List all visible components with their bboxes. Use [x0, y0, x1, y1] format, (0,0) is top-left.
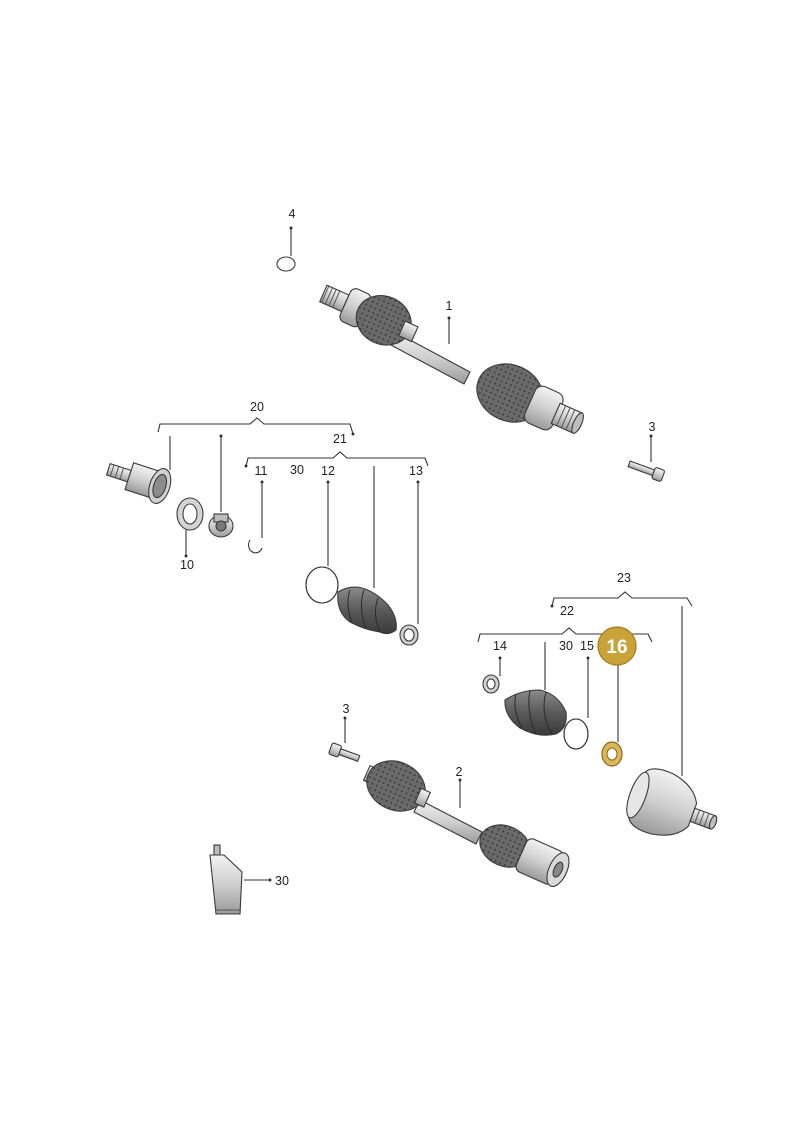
label-30-middle: 30 [559, 639, 573, 653]
label-30-lower: 30 [275, 874, 289, 888]
label-11: 11 [255, 464, 268, 478]
label-2: 2 [456, 765, 463, 779]
label-3-lower: 3 [343, 702, 350, 716]
clamp-icon [482, 674, 500, 694]
label-12: 12 [321, 464, 335, 478]
circlip-icon [248, 539, 263, 554]
highlight-callout-16[interactable]: 16 [597, 626, 637, 666]
circlip-icon [276, 256, 296, 272]
clamp-icon [563, 718, 589, 750]
label-13: 13 [409, 464, 423, 478]
label-23: 23 [617, 571, 631, 585]
label-21: 21 [333, 432, 347, 446]
label-4: 4 [289, 207, 296, 221]
grease-tube-icon [209, 844, 243, 915]
label-14: 14 [493, 639, 507, 653]
clamp-icon [305, 566, 339, 604]
drive-shaft-icon [362, 760, 570, 887]
boot-icon [504, 689, 567, 736]
boot-icon [337, 586, 397, 635]
label-15: 15 [580, 639, 594, 653]
bolt-icon [627, 460, 665, 482]
label-20: 20 [250, 400, 264, 414]
label-22: 22 [560, 604, 574, 618]
drive-shaft-icon [318, 284, 584, 434]
label-16: 16 [606, 637, 627, 658]
label-30-upper: 30 [290, 463, 304, 477]
label-1: 1 [446, 299, 453, 313]
leader-lines [157, 226, 693, 882]
tripod-icon [208, 513, 234, 538]
outer-joint-icon [626, 768, 718, 836]
label-3-upper: 3 [649, 420, 656, 434]
inner-joint-icon [105, 462, 172, 504]
washer-icon [601, 741, 623, 767]
label-10: 10 [180, 558, 194, 572]
ring-icon [176, 497, 204, 531]
bolt-icon [328, 742, 361, 763]
clamp-icon [399, 624, 419, 646]
